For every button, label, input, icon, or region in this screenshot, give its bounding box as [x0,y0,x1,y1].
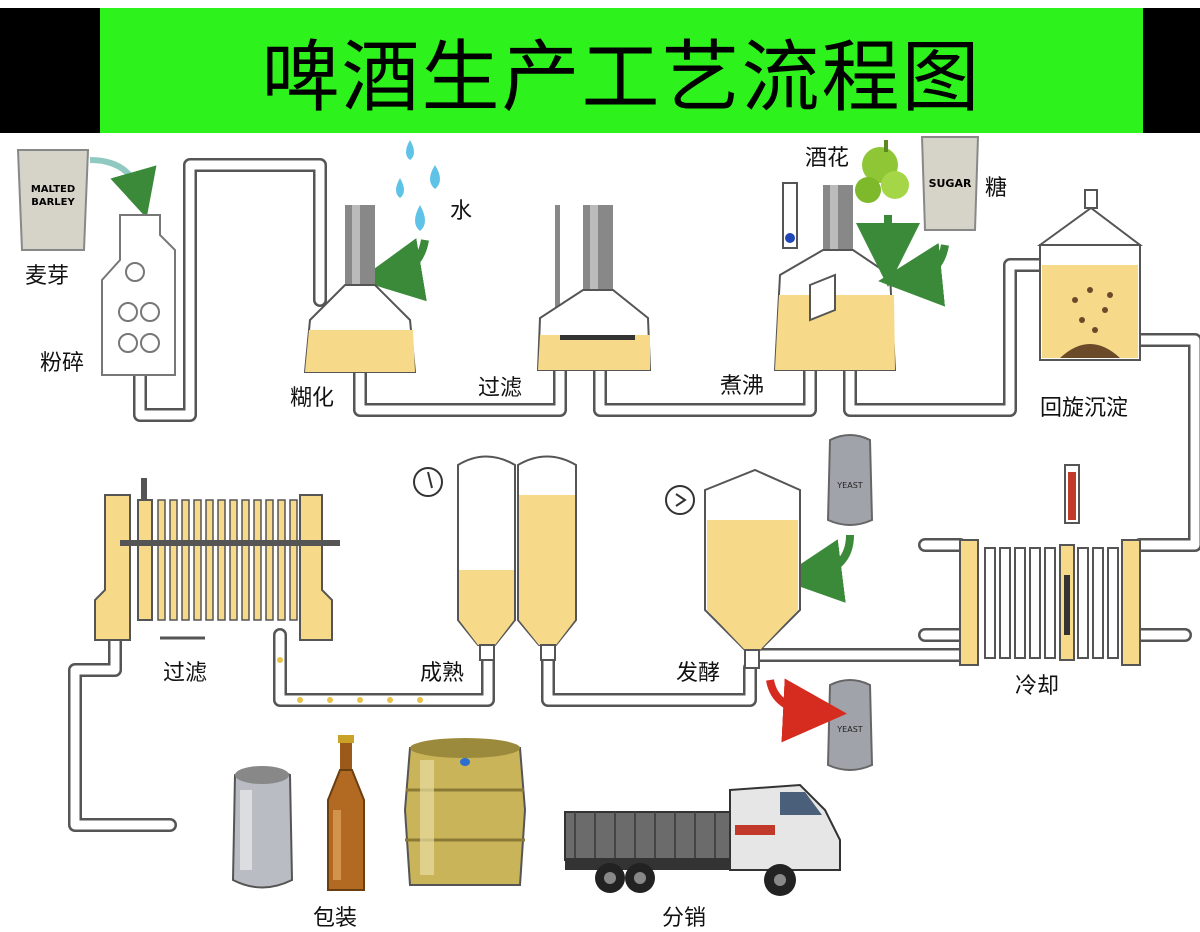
beer-can-icon [231,766,294,889]
beer-bottle-icon [327,735,365,891]
yeast-out-arrow [766,678,847,743]
label-hops: 酒花 [805,146,850,171]
label-sugar: 糖 [985,176,1008,201]
right-black-bar [1143,8,1200,133]
page-title: 啤酒生产工艺流程图 [261,32,982,123]
sugar-bag-text: SUGAR [929,177,972,190]
yeast-can-top: YEAST [826,434,874,526]
malt-bag-text-1: MALTED [31,184,75,195]
fermenter [665,468,801,669]
yeast-top-text: YEAST [836,481,862,490]
lauter-tun [536,205,652,371]
heat-exchanger [959,464,1141,666]
malt-arrow [89,157,157,219]
label-distribution: 分销 [662,906,707,931]
label-whirlpool: 回旋沉淀 [1040,396,1129,421]
label-packaging: 包装 [313,906,358,931]
label-filtration: 过滤 [163,661,208,686]
thermometer-icon [782,182,798,249]
title-banner: 啤酒生产工艺流程图 [100,8,1143,133]
fermenter-gauge-icon [665,485,695,515]
label-maturation: 成熟 [420,661,465,686]
mash-tun [303,205,417,373]
water-arrow [358,238,429,302]
label-mill: 粉碎 [40,351,85,376]
label-lauter: 过滤 [478,376,523,401]
maturation-gauge-icon [413,467,443,497]
pipes [68,158,1200,832]
sugar-bag: SUGAR [920,136,980,231]
yeast-in-arrow [778,534,854,603]
malt-bag-text-2: BARLEY [31,197,75,208]
mill [101,214,176,376]
label-fermentation: 发酵 [676,661,721,686]
beer-keg-icon [403,738,527,886]
malt-bag: MALTED BARLEY [16,149,90,251]
yeast-bottom-text: YEAST [836,725,862,734]
hops-icon [855,140,909,203]
label-boil: 煮沸 [720,374,765,399]
delivery-truck-icon [564,783,841,896]
maturation-tanks [413,455,577,661]
whirlpool-tank [1036,189,1143,361]
water-drops [396,140,440,231]
label-water: 水 [450,199,473,224]
boil-kettle [773,182,897,371]
beer-droplets [277,657,423,703]
label-cooling: 冷却 [1015,674,1060,699]
label-mash: 糊化 [290,386,335,411]
plate-filter [94,478,340,641]
sugar-arrow [878,242,949,307]
yeast-can-bottom: YEAST [826,679,874,771]
label-malt: 麦芽 [25,264,70,289]
left-black-bar [0,8,100,133]
